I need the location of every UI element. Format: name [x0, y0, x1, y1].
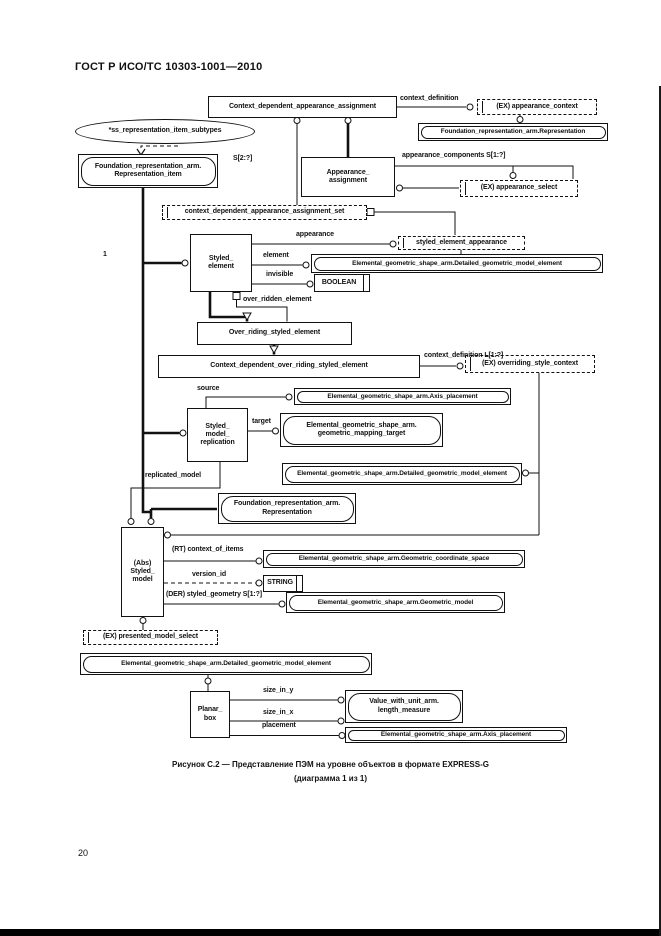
scan-edge-right	[659, 86, 661, 936]
type-ex-presented-model-select: (EX) presented_model_select	[83, 630, 218, 645]
type-context-dependent-appearance-assignment-set: context_dependent_appearance_assignment_…	[162, 205, 367, 220]
entity-styled-model-replication: Styled_ model_ replication	[187, 408, 248, 462]
page-number: 20	[78, 848, 89, 858]
type-ex-overriding-style-context: (EX) overriding_style_context	[465, 355, 595, 373]
edge-label-invisible: invisible	[266, 271, 294, 278]
figure-caption-line2: (диаграмма 1 из 1)	[293, 774, 368, 783]
type-boolean: BOOLEAN	[314, 274, 370, 292]
edge-label-one: 1	[103, 251, 107, 258]
interface-detailed-geometric-model-element-3: Elemental_geometric_shape_arm.Detailed_g…	[80, 653, 372, 675]
edge-label-appearance: appearance	[296, 231, 334, 238]
edge-label-source: source	[197, 385, 220, 392]
edge-label-size-in-y: size_in_y	[263, 687, 294, 694]
entity-styled-element: Styled_ element	[190, 234, 252, 292]
edge-label-der-styled-geometry: (DER) styled_geometry S[1:?]	[166, 591, 262, 598]
interface-axis-placement-1: Elemental_geometric_shape_arm.Axis_place…	[294, 388, 511, 405]
type-string: STRING	[263, 575, 303, 592]
interface-geometric-model: Elemental_geometric_shape_arm.Geometric_…	[286, 592, 505, 613]
edge-label-replicated-model: replicated_model	[145, 472, 201, 479]
edge-label-rt-context-of-items: (RT) context_of_items	[172, 546, 244, 553]
interface-length-measure: Value_with_unit_arm. length_measure	[345, 690, 463, 723]
edge-label-placement: placement	[262, 722, 296, 729]
entity-context-dependent-over-riding-styled-element: Context_dependent_over_riding_styled_ele…	[158, 355, 420, 378]
edge-label-appearance-components: appearance_components S[1:?]	[402, 152, 506, 159]
entity-over-riding-styled-element: Over_riding_styled_element	[197, 322, 352, 345]
edge-label-version-id: version_id	[192, 571, 227, 578]
edge-label-target: target	[252, 418, 271, 425]
interface-detailed-geometric-model-element-2: Elemental_geometric_shape_arm.Detailed_g…	[282, 463, 522, 485]
edge-label-context-definition: context_definition	[400, 95, 459, 102]
entity-abs-styled-model: (Abs) Styled_ model	[121, 527, 164, 617]
interface-geometric-coordinate-space: Elemental_geometric_shape_arm.Geometric_…	[263, 550, 525, 568]
interface-detailed-geometric-model-element-1: Elemental_geometric_shape_arm.Detailed_g…	[311, 254, 603, 273]
edge-label-set-cardinality: S[2:?]	[233, 155, 253, 162]
entity-context-dependent-appearance-assignment: Context_dependent_appearance_assignment	[208, 96, 397, 118]
interface-foundation-representation-item: Foundation_representation_arm. Represent…	[78, 154, 218, 188]
type-ex-appearance-select: (EX) appearance_select	[460, 180, 578, 197]
page-header: ГОСТ Р ИСО/ТС 10303-1001—2010	[75, 61, 263, 73]
edge-label-element: element	[263, 252, 289, 259]
interface-geometric-mapping-target: Elemental_geometric_shape_arm. geometric…	[280, 413, 443, 447]
interface-foundation-representation-2: Foundation_representation_arm. Represent…	[218, 493, 356, 524]
scan-edge-bottom	[0, 929, 661, 936]
interface-axis-placement-2: Elemental_geometric_shape_arm.Axis_place…	[345, 727, 567, 743]
type-styled-element-appearance: styled_element_appearance	[398, 236, 525, 250]
type-ex-appearance-context: (EX) appearance_context	[477, 99, 597, 115]
oval-ss-representation-item-subtypes: *ss_representation_item_subtypes	[75, 119, 255, 144]
edge-label-over-ridden-element: over_ridden_element	[243, 296, 312, 303]
edge-label-size-in-x: size_in_x	[263, 709, 294, 716]
interface-foundation-representation: Foundation_representation_arm.Representa…	[418, 123, 608, 141]
figure-caption-line1: Рисунок С.2 — Представление ПЭМ на уровн…	[172, 760, 489, 769]
entity-planar-box: Planar_ box	[190, 691, 230, 738]
entity-appearance-assignment: Appearance_ assignment	[301, 157, 395, 197]
edge-label-context-definition-list: context_definition L[1:?]	[424, 352, 504, 359]
